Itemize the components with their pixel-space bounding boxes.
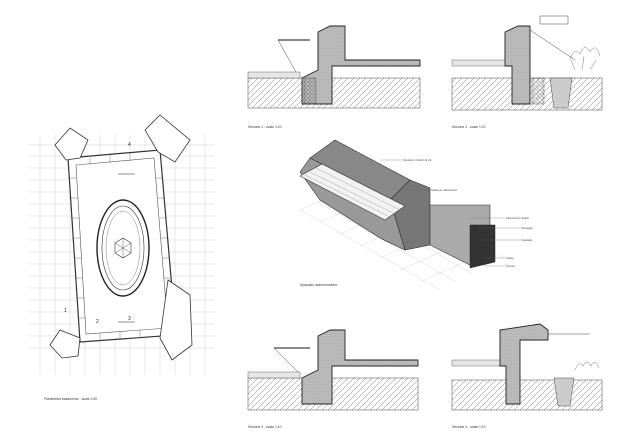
section1-gravel <box>303 77 317 105</box>
plan-corner-tr <box>144 114 191 163</box>
section1-ground <box>247 77 421 109</box>
axo-label-3: Pavimento in doghe <box>506 216 529 220</box>
section1-concrete-wall <box>301 25 421 105</box>
section4-ground <box>451 379 603 411</box>
section2-gravel <box>531 77 545 105</box>
marker-2-left: 2 <box>96 319 99 325</box>
marker-3-bottom: 3 <box>128 316 131 322</box>
plan-corner-br <box>159 279 193 361</box>
section2-plants <box>569 47 601 71</box>
section4-channel <box>553 377 575 407</box>
caption-section2: Sezione 2 - scale 1:10 <box>452 125 486 129</box>
section4-concrete-wall <box>499 323 549 405</box>
section3-ground <box>247 377 419 411</box>
axo-label-1: Struttura in blocchi di cls <box>403 158 432 162</box>
axo-label-5: Canaletta <box>521 238 533 242</box>
section4-plants <box>574 361 600 371</box>
caption-axonometric: Spaccato assonometrico <box>300 283 337 287</box>
section-2: Sezione 2 - scale 1:10 <box>451 15 603 129</box>
caption-section1: Sezione 1 - scale 1:10 <box>248 125 282 129</box>
plan-corner-tl <box>54 127 89 161</box>
section-4: Sezione 4 - scale 1:10 <box>451 323 603 429</box>
plan-corner-bl <box>49 329 81 359</box>
caption-section4: Sezione 4 - scale 1:10 <box>452 425 486 429</box>
plan-view: 4 3 1 2 Planimetria basamento - scale 1:… <box>28 114 215 401</box>
axo-label-7: Terreno <box>506 264 515 268</box>
axonometric-view: Struttura in blocchi di cls Seduta in ca… <box>299 139 534 291</box>
caption-section3: Sezione 3 - scale 1:10 <box>248 425 282 429</box>
section2-concrete-wall <box>504 25 531 105</box>
caption-plan: Planimetria basamento - scale 1:50 <box>44 397 97 401</box>
section-3: Sezione 3 - scale 1:10 <box>247 329 419 429</box>
section3-concrete-wall <box>301 329 419 405</box>
axo-channel <box>469 224 496 269</box>
section-1: Sezione 1 - scale 1:10 <box>247 25 421 129</box>
axo-label-4: Drenaggio <box>521 226 534 230</box>
section2-channel <box>549 77 573 109</box>
axo-leader-lines <box>380 159 520 267</box>
axo-label-6: Ghiaia <box>506 256 514 260</box>
marker-4-top: 4 <box>128 142 131 148</box>
marker-1-left: 1 <box>64 308 67 314</box>
axo-label-2: Seduta in calcestruzzo <box>431 188 458 192</box>
